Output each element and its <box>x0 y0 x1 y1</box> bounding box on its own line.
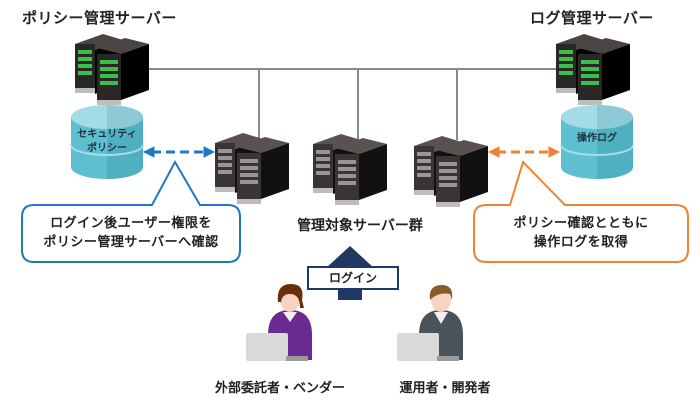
right-bubble-text: ポリシー確認とともに 操作ログを取得 <box>474 214 688 252</box>
log-server-title: ログ管理サーバー <box>530 9 654 27</box>
managed-server-icon-2 <box>313 134 387 205</box>
vendor-person-icon <box>246 284 312 361</box>
policy-server-icon <box>75 34 149 105</box>
operator-person-icon <box>397 285 463 361</box>
policy-server-title: ポリシー管理サーバー <box>22 9 177 27</box>
operation-log-label: 操作ログ <box>561 132 633 146</box>
managed-servers-label: 管理対象サーバー群 <box>297 218 423 234</box>
managed-server-icon-3 <box>414 136 488 207</box>
right-bubble-line-2: 操作ログを取得 <box>533 235 629 250</box>
security-policy-label: セキュリティ ポリシー <box>71 128 143 156</box>
managed-server-icon-1 <box>215 133 289 204</box>
operation-log-label-line-1: 操作ログ <box>577 133 617 144</box>
policy-check-arrow <box>142 146 216 158</box>
left-bubble-line-1: ログイン後ユーザー権限を <box>50 216 212 231</box>
log-collect-arrow <box>487 146 561 158</box>
operator-label: 運用者・開発者 <box>399 381 491 396</box>
vendor-label: 外部委託者・ベンダー <box>214 381 345 396</box>
security-policy-label-line-2: ポリシー <box>87 143 127 154</box>
log-server-icon <box>556 34 630 105</box>
network-lines <box>148 68 560 140</box>
right-bubble-shape <box>473 160 689 263</box>
left-bubble-line-2: ポリシー管理サーバーへ確認 <box>43 235 219 250</box>
login-label: ログイン <box>307 266 399 290</box>
security-policy-label-line-1: セキュリティ <box>77 129 137 140</box>
left-bubble-shape <box>21 159 241 263</box>
left-bubble-text: ログイン後ユーザー権限を ポリシー管理サーバーへ確認 <box>22 214 240 252</box>
right-bubble-line-1: ポリシー確認とともに <box>513 216 649 231</box>
